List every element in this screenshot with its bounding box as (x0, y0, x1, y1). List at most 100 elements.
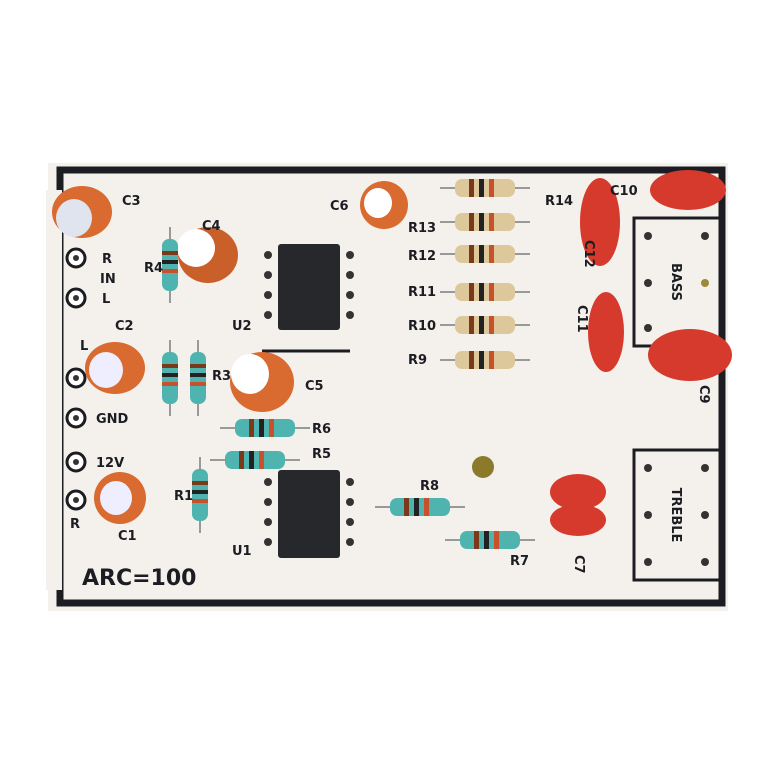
ic-u1 (264, 470, 354, 558)
color-band (249, 451, 254, 469)
resistor-r4 (162, 227, 178, 303)
film-capacitors (550, 170, 732, 536)
resistor-r12 (440, 245, 530, 263)
c6-label: C6 (330, 199, 349, 214)
capacitor-c3 (52, 186, 112, 238)
input-l-label: L (102, 292, 110, 307)
resistor-r8 (375, 498, 465, 516)
color-band (489, 245, 494, 263)
color-band (162, 260, 178, 264)
color-band (469, 351, 474, 369)
color-band (469, 179, 474, 197)
color-band (192, 490, 208, 494)
capacitor-c11 (588, 292, 624, 372)
color-band (190, 382, 206, 386)
color-band (239, 451, 244, 469)
color-band (190, 364, 206, 368)
resistor-r13 (440, 213, 530, 231)
color-band (259, 451, 264, 469)
c7-label: C7 (571, 555, 586, 574)
color-band (489, 316, 494, 334)
input-r-label: R (102, 252, 112, 267)
resistor-r6 (220, 419, 310, 437)
capacitor-c7-b (550, 504, 606, 536)
color-band (190, 373, 206, 377)
resistor-r5 (210, 451, 300, 469)
color-band (479, 283, 484, 301)
color-band (469, 283, 474, 301)
treble-pot-footprint (632, 448, 722, 582)
capacitor-c4 (177, 227, 238, 283)
resistor-r1 (192, 457, 208, 533)
color-band (424, 498, 429, 516)
color-band (494, 531, 499, 549)
r7-label: R7 (510, 554, 529, 569)
color-band (479, 316, 484, 334)
r14-label: R14 (545, 194, 573, 209)
color-band (162, 251, 178, 255)
c11-label: C11 (574, 305, 589, 333)
color-band (489, 213, 494, 231)
r1-label: R1 (174, 489, 193, 504)
r12-label: R12 (408, 249, 436, 264)
capacitor-c2 (85, 342, 145, 394)
via-pad (472, 456, 494, 478)
resistor-r2 (162, 340, 178, 416)
output-l-label: L (80, 339, 88, 354)
resistors (162, 179, 535, 549)
color-band (489, 283, 494, 301)
capacitor-c7-a (550, 474, 606, 510)
color-band (162, 269, 178, 273)
c4-label: C4 (202, 219, 221, 234)
color-band (489, 179, 494, 197)
resistor-r3 (190, 340, 206, 416)
color-band (469, 213, 474, 231)
r8-label: R8 (420, 479, 439, 494)
color-band (259, 419, 264, 437)
capacitor-c5 (230, 352, 294, 412)
ic-u2 (264, 244, 354, 330)
pcb-board (48, 163, 728, 611)
capacitor-c6 (360, 181, 408, 229)
r3-label: R3 (212, 369, 231, 384)
color-band (469, 245, 474, 263)
color-band (249, 419, 254, 437)
r6-label: R6 (312, 422, 331, 437)
r5-label: R5 (312, 447, 331, 462)
c10-label: C10 (610, 184, 638, 199)
r11-label: R11 (408, 285, 436, 300)
gnd-label: GND (96, 412, 129, 427)
capacitor-c1 (94, 472, 146, 524)
resistor-r9 (440, 351, 530, 369)
bass-label: BASS (668, 263, 683, 301)
connector-pads (65, 247, 87, 511)
color-band (479, 213, 484, 231)
color-band (162, 364, 178, 368)
u2-label: U2 (232, 319, 252, 334)
input-label: IN (100, 272, 116, 287)
resistor-r11 (440, 283, 530, 301)
color-band (489, 351, 494, 369)
c1-label: C1 (118, 529, 137, 544)
color-band (479, 351, 484, 369)
c9-label: C9 (696, 385, 711, 404)
c5-label: C5 (305, 379, 324, 394)
color-band (404, 498, 409, 516)
capacitor-c9 (648, 329, 732, 381)
r9-label: R9 (408, 353, 427, 368)
c3-label: C3 (122, 194, 141, 209)
c12-label: C12 (581, 240, 596, 268)
color-band (479, 245, 484, 263)
output-r-label: R (70, 517, 80, 532)
capacitor-c12 (580, 178, 620, 266)
color-band (414, 498, 419, 516)
resistor-r14 (440, 179, 530, 197)
color-band (474, 531, 479, 549)
color-band (162, 382, 178, 386)
c2-label: C2 (115, 319, 134, 334)
electrolytic-capacitors (52, 181, 408, 524)
treble-label: TREBLE (668, 488, 683, 543)
color-band (192, 481, 208, 485)
r10-label: R10 (408, 319, 436, 334)
